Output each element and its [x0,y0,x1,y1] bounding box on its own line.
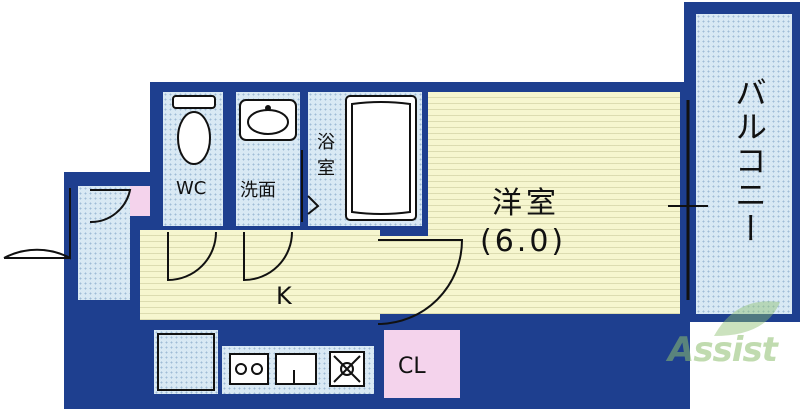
shoe-cabinet [130,186,150,216]
closet [384,330,460,398]
room-door-swing-icon [377,239,464,325]
entrance-door-swing-icon [3,188,71,260]
refrigerator-space [154,330,218,394]
balcony [696,14,792,314]
entrance [78,186,130,300]
toilet-tank-icon [172,95,216,109]
kitchen-label: K [276,282,292,310]
bath-label-1: 浴 [317,132,335,153]
washroom-door-swing-icon [243,231,293,282]
wc-door-swing-icon [167,231,217,282]
leaf-logo-icon [714,301,780,336]
assist-watermark: Assist [668,330,778,370]
bathtub-icon [345,95,417,221]
sink-icon [275,353,317,385]
washroom-label: 洗面 [240,180,276,201]
balcony-label: バルコニー [730,76,768,246]
western-room-lower [380,236,680,314]
refrigerator-icon [157,333,215,391]
wc-label: WC [176,178,207,199]
western-room-size: (6.0) [480,224,567,259]
western-room-label: 洋室 [492,186,560,221]
kitchen [140,230,380,320]
toilet-bowl-icon [177,111,211,165]
bath-label-2: 室 [317,158,335,179]
closet-label: CL [398,354,426,379]
